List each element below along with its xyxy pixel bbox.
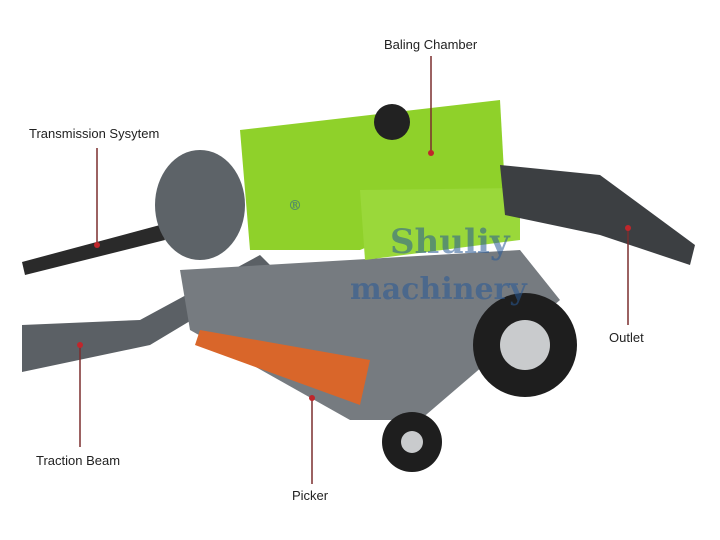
watermark-tagline: machinery — [350, 272, 527, 307]
pto-shaft — [22, 225, 165, 275]
leader-lines — [79, 56, 629, 484]
picker-drum — [195, 330, 370, 405]
label-picker: Picker — [292, 488, 329, 503]
outlet-chute — [500, 165, 695, 265]
gearbox — [155, 150, 245, 260]
label-baling-chamber: Baling Chamber — [384, 37, 478, 52]
leader-dots — [77, 150, 631, 401]
chamber-box — [360, 188, 520, 260]
main-wheel-hub — [500, 320, 550, 370]
flywheel — [374, 104, 410, 140]
frame — [180, 250, 560, 420]
label-transmission-system: Transmission Sysytem — [29, 126, 160, 141]
label-outlet: Outlet — [609, 330, 644, 345]
watermark-registered: ® — [288, 198, 302, 214]
label-traction-beam: Traction Beam — [36, 453, 121, 468]
watermark-brand: Shuliy — [390, 222, 510, 262]
gauge-wheel-hub — [401, 431, 423, 453]
